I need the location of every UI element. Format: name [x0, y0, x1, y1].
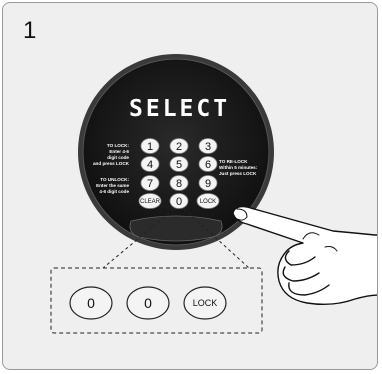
- to-lock-line-3: digit code: [107, 155, 129, 160]
- battery-cover: [130, 216, 222, 241]
- to-lock-line-2: Enter 4-6: [109, 149, 129, 154]
- to-unlock-line-1: TO UNLOCK:: [100, 177, 129, 182]
- to-lock-line-4: and press LOCK: [93, 161, 130, 166]
- key-5-label: 5: [176, 159, 182, 171]
- keypad-illustration: SELECT TO LOCK: Enter 4-6 digit code and…: [3, 3, 378, 370]
- to-unlock-line-2: Enter the same: [96, 183, 129, 188]
- key-7-label: 7: [147, 178, 153, 190]
- key-0[interactable]: 0: [170, 194, 188, 209]
- key-7[interactable]: 7: [141, 176, 159, 191]
- illustration-panel: 1 SELECT TO LOCK: Enter 4-6 digit code a…: [2, 2, 378, 370]
- key-1[interactable]: 1: [141, 139, 159, 154]
- key-8-label: 8: [176, 178, 182, 190]
- key-clear[interactable]: CLEAR: [139, 194, 161, 209]
- key-0-label: 0: [176, 196, 182, 208]
- key-3-label: 3: [205, 141, 211, 153]
- key-6[interactable]: 6: [199, 157, 217, 172]
- key-4[interactable]: 4: [141, 157, 159, 172]
- key-3[interactable]: 3: [199, 139, 217, 154]
- key-lock-label: LOCK: [200, 199, 216, 205]
- to-relock-line-1: TO RE-LOCK: [219, 159, 248, 164]
- key-4-label: 4: [147, 159, 153, 171]
- to-lock-line-1: TO LOCK:: [107, 143, 130, 148]
- sequence-key-3: LOCK: [184, 287, 226, 319]
- sequence-key-2-label: 0: [144, 295, 152, 311]
- key-5[interactable]: 5: [170, 157, 188, 172]
- key-lock[interactable]: LOCK: [197, 194, 219, 209]
- key-2[interactable]: 2: [170, 139, 188, 154]
- key-8[interactable]: 8: [170, 176, 188, 191]
- key-clear-label: CLEAR: [140, 199, 161, 205]
- sequence-key-1: 0: [70, 287, 112, 319]
- key-9-label: 9: [205, 178, 211, 190]
- to-unlock-line-3: 4-6 digit code: [99, 189, 129, 194]
- sequence-key-2: 0: [127, 287, 169, 319]
- sequence-key-1-label: 0: [87, 295, 95, 311]
- key-1-label: 1: [147, 141, 153, 153]
- key-6-label: 6: [205, 159, 211, 171]
- to-relock-line-3: Just press LOCK: [219, 171, 257, 176]
- key-2-label: 2: [176, 141, 182, 153]
- pointing-hand-icon: [233, 207, 378, 305]
- to-unlock-instructions: TO UNLOCK: Enter the same 4-6 digit code: [96, 177, 129, 194]
- to-relock-line-2: Within 5 minutes:: [219, 165, 258, 170]
- key-9[interactable]: 9: [199, 176, 217, 191]
- sequence-key-3-label: LOCK: [193, 298, 218, 308]
- display-readout: SELECT: [129, 96, 230, 122]
